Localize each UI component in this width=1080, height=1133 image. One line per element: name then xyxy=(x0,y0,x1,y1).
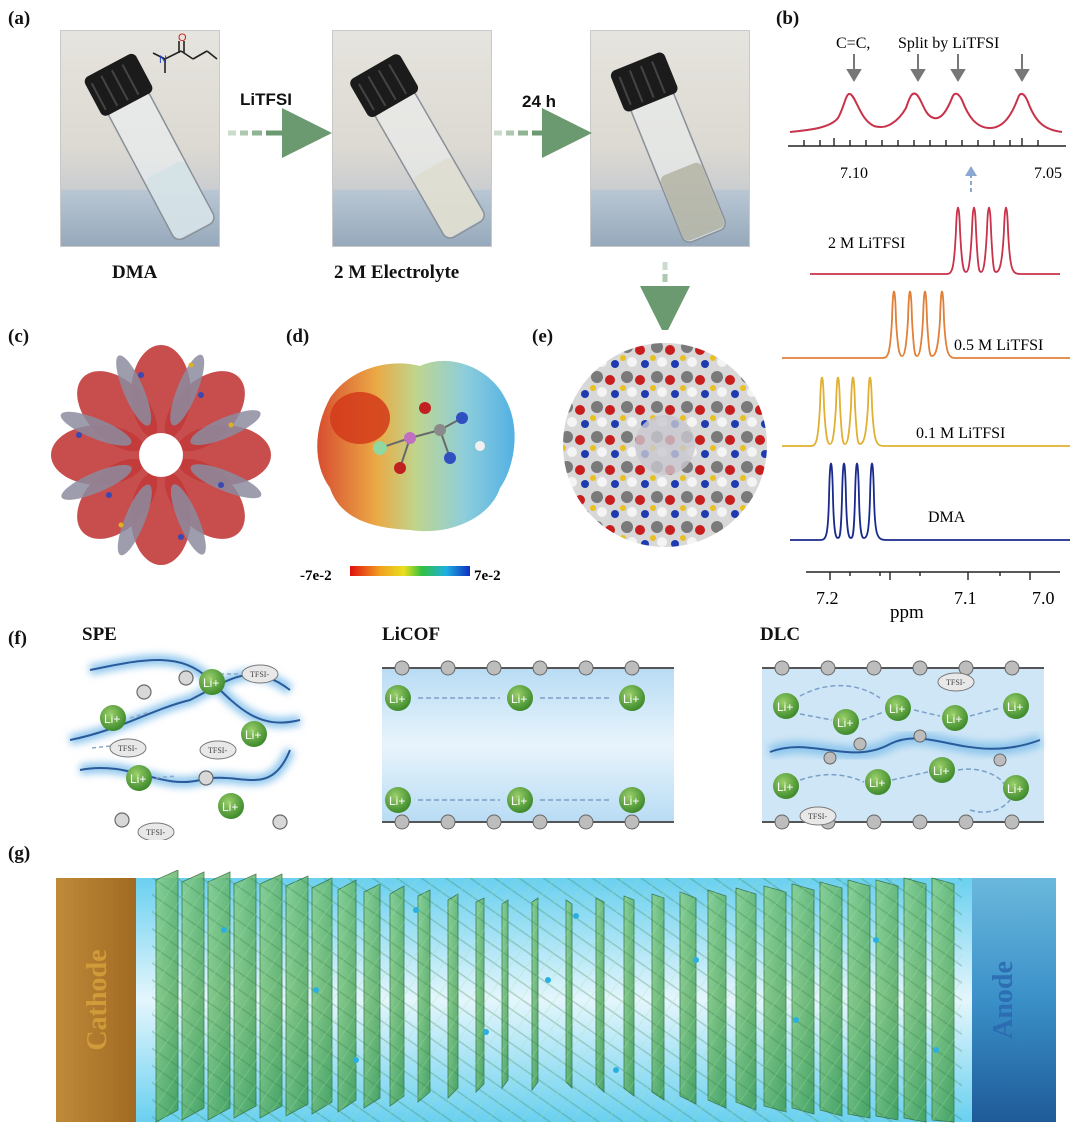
panel-label-a: (a) xyxy=(8,8,31,29)
arrow-label-litfsi: LiTFSI xyxy=(240,90,292,109)
trace-dma xyxy=(790,462,1070,541)
svg-text:Li+: Li+ xyxy=(777,700,793,714)
svg-text:Li+: Li+ xyxy=(245,728,261,742)
svg-text:Li+: Li+ xyxy=(933,764,949,778)
x-tick-72: 7.2 xyxy=(816,588,839,608)
schematic-title-spe: SPE xyxy=(82,624,117,645)
svg-text:Li+: Li+ xyxy=(946,712,962,726)
svg-text:Li+: Li+ xyxy=(837,716,853,730)
svg-text:Li+: Li+ xyxy=(777,780,793,794)
svg-text:TFSI-: TFSI- xyxy=(118,744,137,753)
anode-label: Anode xyxy=(988,961,1019,1039)
svg-text:TFSI-: TFSI- xyxy=(946,678,965,687)
spe-schematic: Li+ Li+ Li+ Li+ Li+ TFSI- TFSI- TFSI- TFSI… xyxy=(69,655,302,840)
svg-text:TFSI-: TFSI- xyxy=(208,746,227,755)
svg-text:TFSI-: TFSI- xyxy=(250,670,269,679)
trace-label-05m: 0.5 M LiTFSI xyxy=(954,337,1043,354)
panel-f-schematics: Li+ Li+ Li+ Li+ Li+ TFSI- TFSI- TFSI- TFSI… xyxy=(69,655,1044,840)
panel-label-g: (g) xyxy=(8,843,31,864)
arrow-label-24h: 24 h xyxy=(522,92,557,111)
annotation-cc: C=C, xyxy=(836,35,870,52)
inset-tick-710: 7.10 xyxy=(840,165,868,182)
svg-text:Li+: Li+ xyxy=(104,712,120,726)
trace-05m xyxy=(782,290,1070,359)
panel-label-d: (d) xyxy=(286,326,310,347)
photo-dlc-vial xyxy=(590,30,750,247)
cof-sheet-stack xyxy=(152,870,962,1123)
esp-scale-min: -7e-2 xyxy=(300,568,332,584)
trace-label-2m: 2 M LiTFSI xyxy=(828,235,905,252)
licof-schematic: Li+ Li+ Li+ Li+ Li+ Li+ xyxy=(382,660,674,830)
svg-text:Li+: Li+ xyxy=(222,800,238,814)
panel-c-cof-structure xyxy=(51,345,271,565)
svg-text:Li+: Li+ xyxy=(1007,700,1023,714)
svg-text:TFSI-: TFSI- xyxy=(808,812,827,821)
panel-label-f: (f) xyxy=(8,628,27,649)
x-tick-70: 7.0 xyxy=(1032,588,1055,608)
esp-color-scale xyxy=(350,566,470,576)
annotation-split: Split by LiTFSI xyxy=(898,35,999,52)
panel-g-battery: Cathode Anode xyxy=(56,870,1056,1123)
caption-electrolyte: 2 M Electrolyte xyxy=(334,262,460,283)
panel-label-e: (e) xyxy=(532,326,554,347)
svg-text:Li+: Li+ xyxy=(1007,782,1023,796)
dlc-schematic: Li+ Li+ Li+ Li+ Li+ Li+ Li+ Li+ Li+ TFSI… xyxy=(762,660,1044,830)
x-tick-71: 7.1 xyxy=(954,588,977,608)
x-axis-label: ppm xyxy=(890,602,924,623)
trace-01m xyxy=(782,376,1070,447)
svg-text:Li+: Li+ xyxy=(389,794,405,808)
trace-label-01m: 0.1 M LiTFSI xyxy=(916,425,1005,442)
panel-e-dlc-structure xyxy=(563,343,767,547)
svg-text:Li+: Li+ xyxy=(130,772,146,786)
cathode-label: Cathode xyxy=(82,949,113,1050)
panel-label-c: (c) xyxy=(8,326,30,347)
photo-electrolyte-vial xyxy=(332,30,492,247)
caption-dma: DMA xyxy=(112,262,158,283)
svg-text:O: O xyxy=(178,32,187,44)
photo-dma-vial: O N xyxy=(60,30,220,247)
schematic-title-dlc: DLC xyxy=(760,624,801,645)
inset-tick-705: 7.05 xyxy=(1034,165,1062,182)
svg-text:TFSI-: TFSI- xyxy=(146,828,165,837)
panel-d-esp-surface: -7e-2 7e-2 xyxy=(300,360,515,584)
svg-text:Li+: Li+ xyxy=(389,692,405,706)
svg-text:Li+: Li+ xyxy=(623,692,639,706)
inset-trace-2m xyxy=(789,92,1063,133)
schematic-title-licof: LiCOF xyxy=(382,624,441,645)
trace-label-dma: DMA xyxy=(928,509,966,526)
svg-text:N: N xyxy=(159,54,167,66)
svg-text:Li+: Li+ xyxy=(203,676,219,690)
svg-text:Li+: Li+ xyxy=(511,794,527,808)
svg-text:Li+: Li+ xyxy=(623,794,639,808)
trace-2m xyxy=(810,206,1060,275)
anode-block xyxy=(972,878,1056,1122)
svg-text:Li+: Li+ xyxy=(889,702,905,716)
cathode-block xyxy=(56,878,136,1122)
svg-text:Li+: Li+ xyxy=(869,776,885,790)
panel-b-nmr: C=C, Split by LiTFSI 7.10 7.05 2 M LiTFS… xyxy=(782,35,1070,623)
panel-a-arrows xyxy=(228,108,690,330)
svg-text:Li+: Li+ xyxy=(511,692,527,706)
esp-scale-max: 7e-2 xyxy=(474,568,501,584)
panel-label-b: (b) xyxy=(776,8,800,29)
